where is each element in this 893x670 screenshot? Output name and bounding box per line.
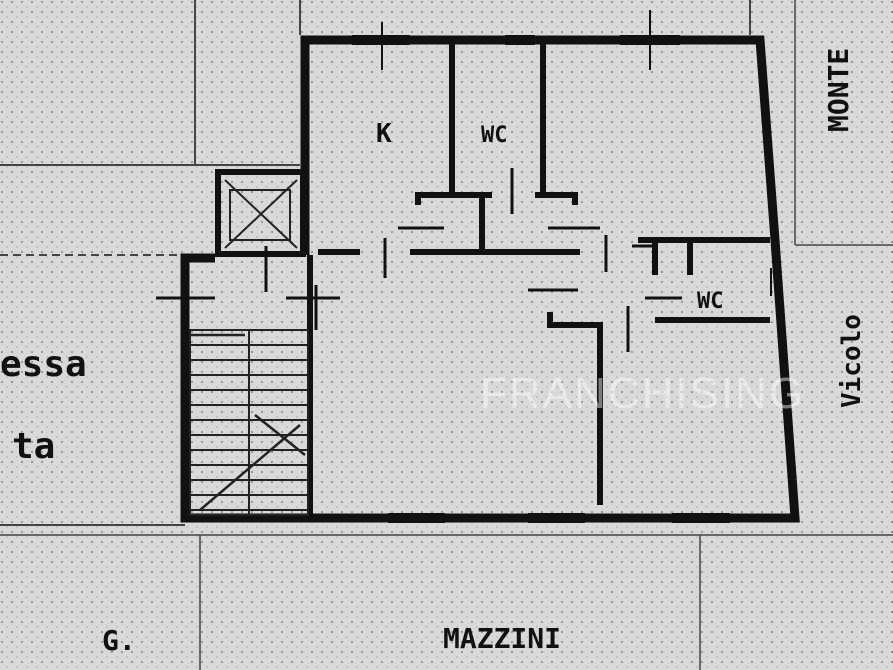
street-mazzini-label: MAZZINI bbox=[443, 622, 561, 655]
lift-shaft-cross bbox=[224, 179, 298, 249]
interior-walls bbox=[215, 44, 770, 515]
left-text-1: essa bbox=[0, 344, 87, 385]
wc-lower-label: WC bbox=[697, 289, 724, 314]
street-g-label: G. bbox=[102, 624, 136, 657]
street-monte-label: MONTE bbox=[822, 48, 855, 132]
exterior-walls bbox=[180, 35, 800, 523]
wc-upper-label: WC bbox=[481, 123, 508, 148]
left-text-2: ta bbox=[12, 426, 55, 467]
kitchen-label: K bbox=[376, 119, 392, 149]
windows bbox=[352, 10, 780, 523]
door-openings bbox=[156, 168, 682, 352]
watermark: FRANCHISING bbox=[480, 369, 805, 418]
street-vicolo-label: Vicolo bbox=[837, 314, 867, 408]
staircase bbox=[189, 329, 309, 516]
